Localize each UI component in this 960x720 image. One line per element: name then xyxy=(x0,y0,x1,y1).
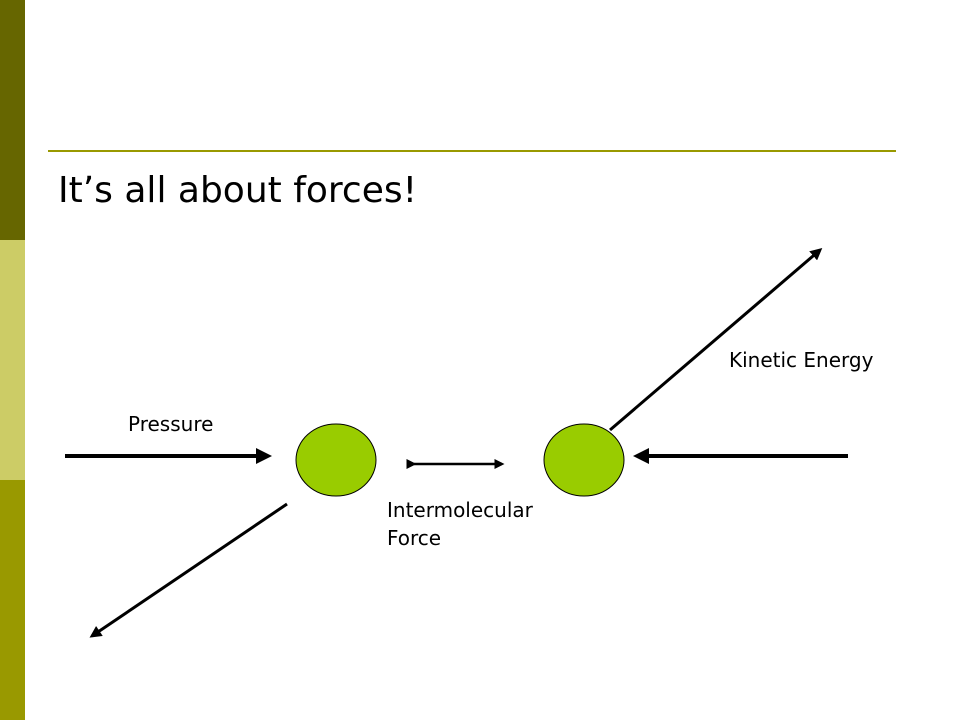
kinetic-energy-label: Kinetic Energy xyxy=(729,348,874,372)
pressure-label: Pressure xyxy=(128,412,214,436)
kinetic-energy-arrow-down xyxy=(89,502,288,638)
sidebar-middle-band xyxy=(0,240,25,480)
slide-title: It’s all about forces! xyxy=(58,170,418,211)
sidebar-bottom-band xyxy=(0,480,25,720)
molecule-left xyxy=(295,423,377,497)
molecule-right xyxy=(543,423,625,497)
intermolecular-force-label: Intermolecular Force xyxy=(387,496,533,552)
sidebar-top-band xyxy=(0,0,25,240)
intermolecular-label-line2: Force xyxy=(387,526,442,550)
intermolecular-label-line1: Intermolecular xyxy=(387,498,533,522)
kinetic-energy-arrow-up xyxy=(609,248,823,432)
title-rule xyxy=(48,150,896,152)
